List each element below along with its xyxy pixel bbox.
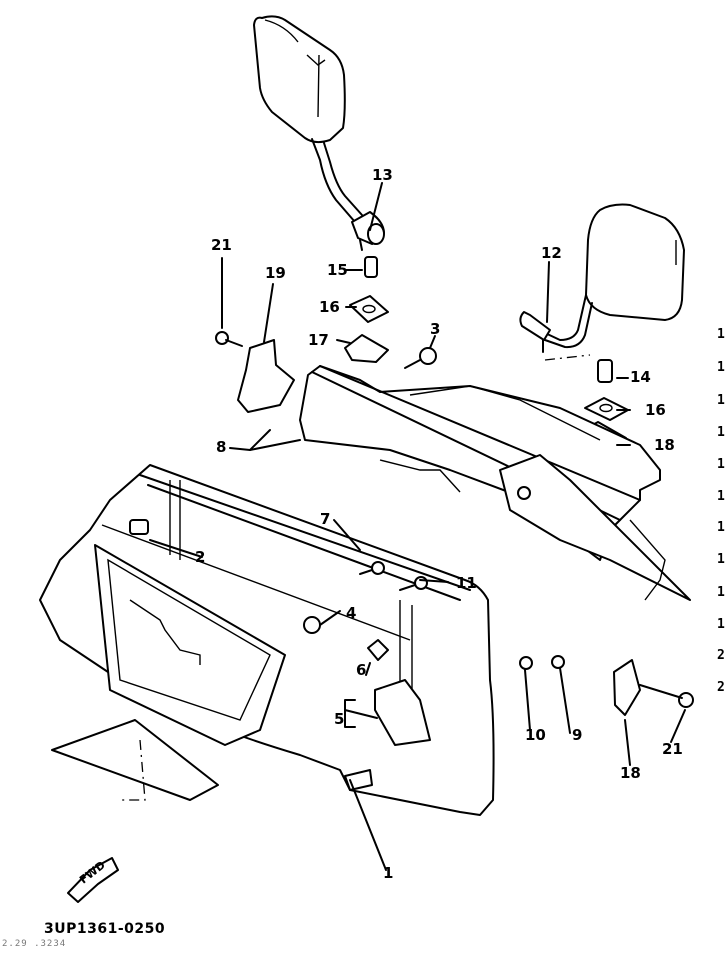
callout-9: 9 [572, 726, 583, 744]
callout-17: 18 [654, 436, 675, 454]
callout-21-top: 21 [211, 236, 232, 254]
callout-4: 4 [346, 604, 357, 622]
leader-lines [149, 182, 686, 871]
side-index-item: 1 [717, 585, 725, 600]
side-index-item: 1 [717, 457, 725, 472]
callout-21-right: 21 [662, 740, 683, 758]
callout-8: 8 [216, 438, 227, 456]
forward-arrow-icon [67, 857, 119, 903]
callout-19: 18 [620, 764, 641, 782]
bracket-left [237, 339, 295, 413]
side-index-item: 1 [717, 393, 725, 408]
side-index-item: 1 [717, 617, 725, 632]
side-index-item: 2 [717, 680, 725, 695]
callout-3: 3 [430, 320, 441, 338]
callout-10: 10 [525, 726, 546, 744]
callout-12: 12 [541, 244, 562, 262]
cowling-stay [299, 365, 691, 601]
callout-6: 6 [356, 661, 367, 679]
callout-5: 5 [334, 710, 345, 728]
callout-7: 7 [320, 510, 331, 528]
callout-1: 1 [383, 864, 394, 882]
side-index-item: 1 [717, 489, 725, 504]
callout-20: 19 [265, 264, 286, 282]
side-index-item: 1 [717, 552, 725, 567]
side-index-item: 1 [717, 520, 725, 535]
callout-14: 14 [630, 368, 651, 386]
footer-noise-text: 2.29 .3234 [2, 939, 67, 949]
side-index-item: 1 [717, 360, 725, 375]
side-index-item: 1 [717, 425, 725, 440]
fasteners-lower [517, 486, 694, 716]
side-index-item: 1 [717, 327, 725, 342]
diagram-code: 3UP1361-0250 [44, 921, 166, 937]
callout-18: 17 [308, 331, 329, 349]
mirror-right [519, 203, 685, 361]
cowling-body [39, 464, 495, 816]
callout-15: 15 [327, 261, 348, 279]
mirror-left [253, 15, 385, 251]
callout-16-left: 16 [319, 298, 340, 316]
side-index-item: 2 [717, 648, 725, 663]
callout-11: 11 [456, 574, 477, 592]
callout-16-right: 16 [645, 401, 666, 419]
callout-13: 13 [372, 166, 393, 184]
callout-2: 2 [195, 548, 206, 566]
